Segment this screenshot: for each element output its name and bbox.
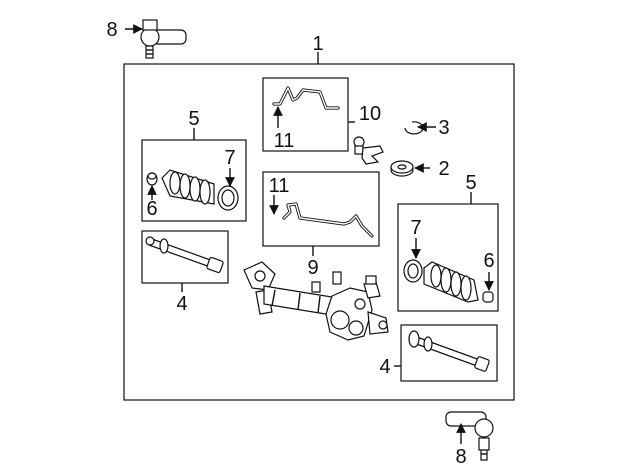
callout-7-left: 7 — [224, 147, 235, 169]
callout-4-left: 4 — [176, 293, 187, 315]
callout-3: 3 — [438, 117, 449, 139]
bushing — [390, 160, 414, 177]
return-line-9 — [282, 202, 374, 238]
callout-8-top: 8 — [106, 19, 117, 41]
callout-1: 1 — [312, 33, 323, 55]
callout-11-mid: 11 — [269, 175, 290, 197]
callout-10: 10 — [359, 103, 381, 125]
callout-8-bottom: 8 — [455, 446, 466, 468]
clamp-left — [217, 185, 239, 211]
small-clamp-left — [146, 172, 158, 186]
small-clamp-right — [482, 291, 494, 303]
outer-tie-rod-end-bottom — [445, 411, 494, 461]
callout-6-right: 6 — [483, 250, 494, 272]
clamp-right — [403, 259, 423, 283]
line-fitting-bolt — [353, 136, 384, 165]
callout-11-top: 11 — [274, 130, 295, 152]
callout-9: 9 — [307, 257, 318, 279]
boot-right — [423, 261, 479, 303]
callout-6-left: 6 — [146, 198, 157, 220]
boot-left — [161, 169, 215, 205]
pressure-line-10 — [272, 86, 340, 110]
callout-4-right: 4 — [379, 356, 390, 378]
outer-tie-rod-end-top — [140, 19, 187, 59]
callout-2: 2 — [438, 158, 449, 180]
steering-gear-assembly — [243, 261, 389, 341]
inner-tie-rod-left — [145, 236, 224, 274]
callout-5-left: 5 — [188, 108, 199, 130]
callout-5-right: 5 — [465, 172, 476, 194]
inner-tie-rod-right — [408, 330, 490, 372]
callout-7-right: 7 — [410, 217, 421, 239]
box-line-9 — [262, 171, 380, 247]
